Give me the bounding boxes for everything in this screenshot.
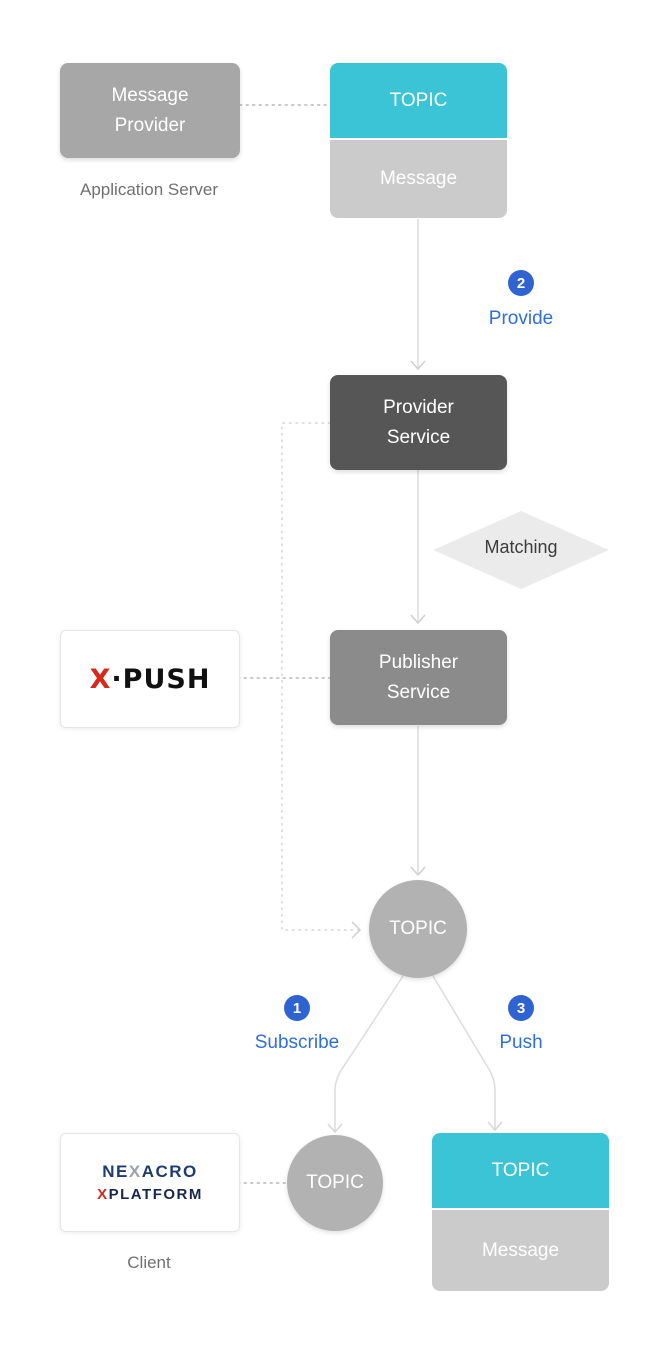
step-label-push: Push bbox=[499, 1032, 543, 1053]
message-box-bottom-label: Message bbox=[481, 1239, 560, 1261]
message-provider-box: Message Provider bbox=[60, 63, 240, 158]
xplatform-logo: XPLATFORM bbox=[97, 1186, 203, 1203]
client-caption: Client bbox=[127, 1253, 171, 1272]
matching-diamond bbox=[433, 511, 609, 589]
step-badge-provide-num: 2 bbox=[516, 274, 526, 292]
topic-circle-mid-label: TOPIC bbox=[389, 918, 447, 939]
matching-label: Matching bbox=[484, 537, 558, 557]
publisher-service-line2: Service bbox=[386, 681, 451, 703]
step-badge-subscribe-num: 1 bbox=[292, 999, 302, 1017]
publisher-service-line1: Publisher bbox=[378, 652, 459, 674]
topic-circle-client: TOPIC bbox=[287, 1135, 383, 1231]
step-badge-push: 3 bbox=[508, 995, 534, 1021]
message-provider-line1: Message bbox=[111, 85, 189, 107]
topic-box-top: TOPIC bbox=[330, 63, 507, 138]
nexacro-logo: NEXACRO bbox=[102, 1162, 198, 1182]
topic-box-bottom: TOPIC bbox=[432, 1133, 609, 1208]
dotted-provider-loop-to-topic-circle bbox=[281, 422, 359, 931]
provider-service-line1: Provider bbox=[383, 397, 454, 419]
nexacro-logo-x: X bbox=[128, 1162, 142, 1181]
topic-box-top-label: TOPIC bbox=[389, 89, 448, 111]
branch-right-to-topic-box bbox=[432, 975, 496, 1129]
arrow-down-topic-circle bbox=[410, 866, 426, 877]
xpush-logo: X·PUSH bbox=[90, 664, 211, 695]
arrow-down-topic-box bbox=[487, 1121, 503, 1132]
arrow-down-publisher-service bbox=[410, 614, 426, 625]
topic-circle-client-label: TOPIC bbox=[306, 1172, 364, 1193]
nexacro-logo-pre: NE bbox=[102, 1162, 129, 1181]
xplatform-logo-x: X bbox=[97, 1186, 109, 1203]
application-server-caption: Application Server bbox=[80, 180, 218, 199]
nexacro-logo-post: ACRO bbox=[141, 1162, 198, 1181]
publisher-service-box: Publisher Service bbox=[330, 630, 507, 725]
topic-box-bottom-label: TOPIC bbox=[491, 1159, 550, 1181]
step-label-subscribe: Subscribe bbox=[254, 1032, 340, 1053]
provider-service-line2: Service bbox=[386, 426, 451, 448]
provider-service-box: Provider Service bbox=[330, 375, 507, 470]
client-card: NEXACRO XPLATFORM bbox=[60, 1133, 240, 1232]
xpush-logo-rest: ·PUSH bbox=[111, 663, 211, 695]
step-badge-subscribe: 1 bbox=[284, 995, 310, 1021]
message-box-bottom: Message bbox=[432, 1210, 609, 1291]
message-box-top: Message bbox=[330, 140, 507, 218]
arrow-right-into-topic-circle bbox=[351, 921, 362, 939]
arrow-down-client-topic bbox=[327, 1123, 343, 1134]
topic-circle-mid: TOPIC bbox=[369, 880, 467, 978]
xpush-card: X·PUSH bbox=[60, 630, 240, 728]
message-box-top-label: Message bbox=[379, 168, 458, 190]
message-provider-line2: Provider bbox=[114, 114, 186, 136]
arrow-down-provider-service bbox=[410, 360, 426, 371]
xpush-logo-x: X bbox=[89, 663, 112, 695]
step-badge-provide: 2 bbox=[508, 270, 534, 296]
step-badge-push-num: 3 bbox=[516, 999, 526, 1017]
branch-left-to-client-topic bbox=[334, 975, 404, 1131]
xplatform-logo-rest: PLATFORM bbox=[108, 1186, 203, 1203]
step-label-provide: Provide bbox=[488, 308, 554, 329]
